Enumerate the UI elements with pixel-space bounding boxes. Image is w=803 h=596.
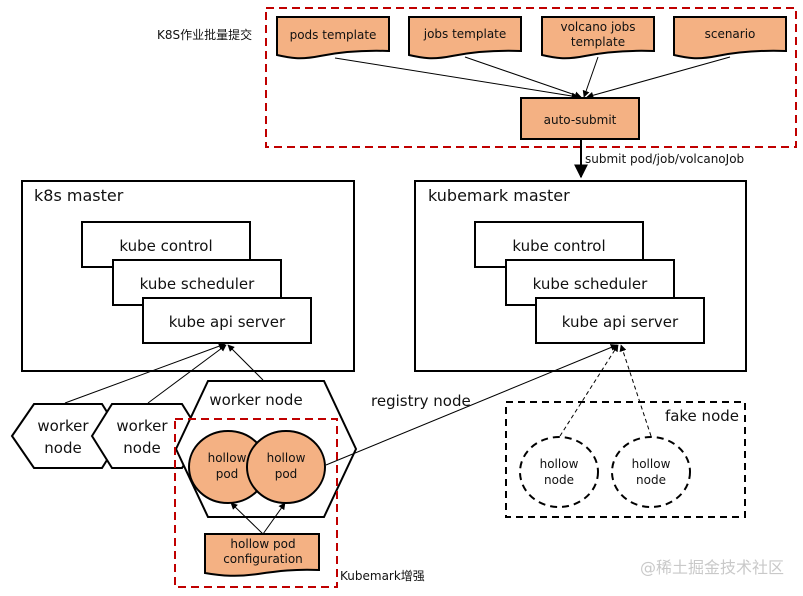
edge-hollow-node-2 <box>619 344 652 437</box>
template-label: scenario <box>705 27 756 41</box>
kubemark-master-title: kubemark master <box>428 186 570 205</box>
worker-node-label: worker <box>37 417 89 435</box>
edge-volcano-to-auto-submit <box>582 56 599 98</box>
kubemark-kube-api-server[interactable]: kube api server <box>535 297 705 344</box>
fake-node-group: fake node hollow node hollow node <box>505 401 746 518</box>
worker-node-main-label: worker node <box>209 391 302 409</box>
hollow-pod-label: hollow <box>267 451 306 465</box>
template-label: volcano jobs <box>560 20 635 34</box>
edge-jobs-to-auto-submit <box>464 56 582 99</box>
hollow-pod-label: hollow <box>208 451 247 465</box>
worker-node-label: node <box>44 439 81 457</box>
component-label: kube api server <box>169 313 286 331</box>
component-label: kube scheduler <box>533 275 648 293</box>
template-label: pods template <box>290 28 377 42</box>
kubemark-master: kubemark master kube control kube schedu… <box>414 180 747 372</box>
k8s-master-title: k8s master <box>34 186 124 205</box>
hollow-pod-label: pod <box>216 467 239 481</box>
hollow-node-label: node <box>544 473 574 487</box>
hollow-node-1[interactable]: hollow node <box>519 436 599 508</box>
edge-registry-node <box>325 344 618 466</box>
component-label: kube control <box>512 237 605 255</box>
batch-submit-group-label: K8S作业批量提交 <box>157 27 252 42</box>
hollow-node-label: hollow <box>540 457 579 471</box>
batch-submit-group-border <box>265 7 797 148</box>
registry-edge-label: registry node <box>371 392 471 410</box>
submit-edge-label: submit pod/job/volcanoJob <box>585 152 744 166</box>
edge-worker1-to-k8s-api <box>64 342 226 404</box>
hollow-node-label: node <box>636 473 666 487</box>
k8s-kube-api-server[interactable]: kube api server <box>142 297 312 344</box>
worker-node-label: worker <box>116 417 168 435</box>
watermark: @稀土掘金技术社区 <box>640 558 784 577</box>
k8s-master: k8s master kube control kube scheduler k… <box>21 180 355 372</box>
hollow-pod-label: pod <box>275 467 298 481</box>
kubemark-enhance-group-border <box>174 418 338 588</box>
auto-submit-label: auto-submit <box>544 113 617 127</box>
edge-config-to-pod2 <box>262 502 286 535</box>
component-label: kube scheduler <box>140 275 255 293</box>
edge-hollow-node-1 <box>559 344 619 437</box>
edge-config-to-pod1 <box>230 502 264 535</box>
component-label: kube control <box>119 237 212 255</box>
edge-worker2-to-k8s-api <box>147 344 227 404</box>
auto-submit-box[interactable]: auto-submit <box>520 97 640 140</box>
hollow-node-2[interactable]: hollow node <box>611 436 691 508</box>
template-label: template <box>571 35 625 49</box>
template-pods[interactable]: pods template <box>276 16 390 60</box>
edge-pods-to-auto-submit <box>334 57 579 100</box>
template-volcano-jobs[interactable]: volcano jobs template <box>541 16 655 60</box>
worker-node-label: node <box>123 439 160 457</box>
edge-scenario-to-auto-submit <box>586 56 731 99</box>
hollow-pod-config-label: hollow pod <box>230 537 295 551</box>
edge-worker3-to-k8s-api <box>227 344 264 381</box>
hollow-pod-2[interactable]: hollow pod <box>246 430 326 504</box>
kubemark-enhance-group-label: Kubemark增强 <box>340 569 425 583</box>
component-label: kube api server <box>562 313 679 331</box>
hollow-pod-configuration[interactable]: hollow pod configuration <box>204 533 320 577</box>
template-jobs[interactable]: jobs template <box>408 16 522 60</box>
template-scenario[interactable]: scenario <box>673 16 787 60</box>
hollow-pod-config-label: configuration <box>223 552 303 566</box>
worker-node-1[interactable]: worker node <box>10 403 124 469</box>
template-label: jobs template <box>423 27 507 41</box>
hollow-node-label: hollow <box>632 457 671 471</box>
fake-node-title: fake node <box>665 407 739 425</box>
